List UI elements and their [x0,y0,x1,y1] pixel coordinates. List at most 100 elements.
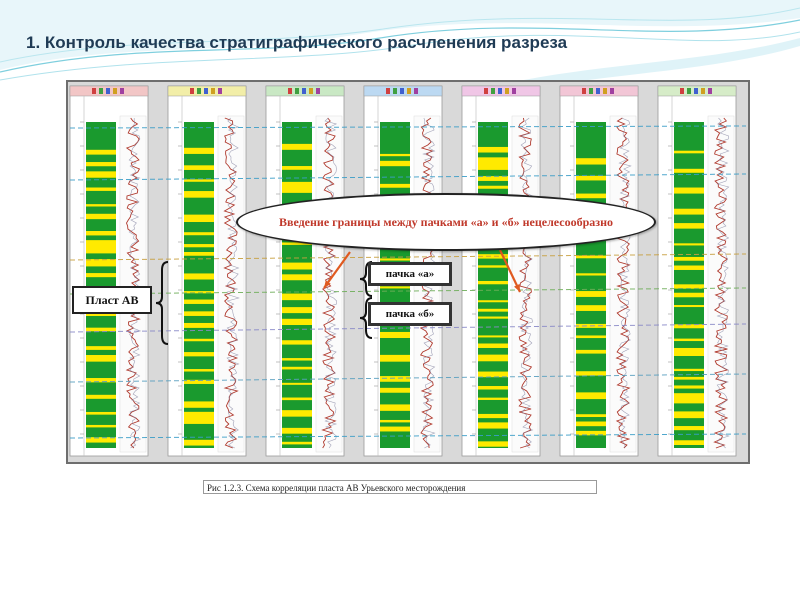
pack-a-label: пачка «а» [368,262,452,286]
sand-layer [184,179,214,182]
sand-layer [282,382,312,385]
header-marker [190,88,194,94]
sand-layer [86,240,116,254]
sand-layer [184,369,214,372]
sand-layer [478,413,508,419]
sand-layer [478,343,508,348]
sand-layer [380,376,410,382]
arrowhead [514,284,520,292]
header-marker [512,88,516,94]
log-curve [226,117,240,449]
sand-layer [478,176,508,181]
sand-layer [282,410,312,417]
sand-layer [674,324,704,329]
sand-layer [576,291,606,297]
sand-layer [478,354,508,362]
header-marker [295,88,299,94]
header-marker [687,88,691,94]
header-marker [498,88,502,94]
sand-layer [674,426,704,431]
plast-label: Пласт АВ [72,286,152,314]
log-curve [713,117,729,449]
sand-layer [576,430,606,436]
sand-layer [184,401,214,408]
sand-layer [674,208,704,215]
correlation-scheme [69,85,747,457]
header-marker [99,88,103,94]
sand-layer [478,316,508,319]
arrowhead [324,280,331,288]
header-marker [393,88,397,94]
header-marker [218,88,222,94]
sand-layer [184,232,214,236]
header-marker [288,88,292,94]
sand-layer [478,371,508,378]
sand-layer [380,354,410,362]
sand-layer [576,175,606,181]
header-marker [197,88,201,94]
sand-layer [86,273,116,278]
sand-layer [674,305,704,308]
sand-layer [282,366,312,370]
sand-layer [380,183,410,188]
sand-layer [674,168,704,173]
header-marker [694,88,698,94]
decorative-wave-header [0,0,800,110]
header-marker [505,88,509,94]
sand-layer [184,191,214,198]
sand-layer [86,230,116,236]
sand-layer [576,193,606,199]
sand-layer [478,422,508,429]
sand-layer [674,150,704,154]
log-curve [615,117,631,449]
sand-layer [184,311,214,316]
header-marker [211,88,215,94]
sand-layer [674,223,704,229]
sand-layer [380,331,410,339]
header-marker [610,88,614,94]
correlation-line [69,433,747,439]
sand-layer [478,441,508,447]
sand-layer [478,397,508,400]
pack-a-brace [359,261,373,297]
sand-layer [86,187,116,191]
header-marker [92,88,96,94]
sand-layer [478,280,508,285]
sand-layer [86,424,116,428]
header-marker [386,88,390,94]
sand-layer [380,387,410,393]
sand-layer [674,187,704,194]
sand-layer [576,335,606,339]
sand-layer [674,385,704,389]
sand-layer [86,346,116,350]
log-curve [223,117,239,449]
conclusion-callout: Введение границы между пачками «а» и «б»… [236,193,656,251]
header-marker [701,88,705,94]
sand-layer [282,166,312,170]
sand-layer [576,371,606,376]
sand-layer [184,411,214,424]
sand-layer [86,437,116,443]
header-marker [484,88,488,94]
sand-layer [184,352,214,357]
sand-layer [380,258,410,261]
sand-layer [184,338,214,342]
sand-layer [674,338,704,342]
sand-layer [184,299,214,304]
figure-caption: Рис 1.2.3. Схема корреляции пласта АВ Ур… [203,480,597,494]
sand-layer [674,265,704,270]
plast-brace [155,261,169,345]
sand-layer [576,421,606,427]
sand-layer [282,181,312,193]
sand-layer [282,427,312,434]
header-marker [491,88,495,94]
sand-layer [478,157,508,170]
sand-layer [478,265,508,268]
lithology-column [184,122,214,448]
correlation-line [69,253,747,261]
sand-layer [184,214,214,223]
sand-layer [282,262,312,270]
sand-layer [380,419,410,423]
log-track [707,115,735,453]
sand-layer [86,204,116,207]
